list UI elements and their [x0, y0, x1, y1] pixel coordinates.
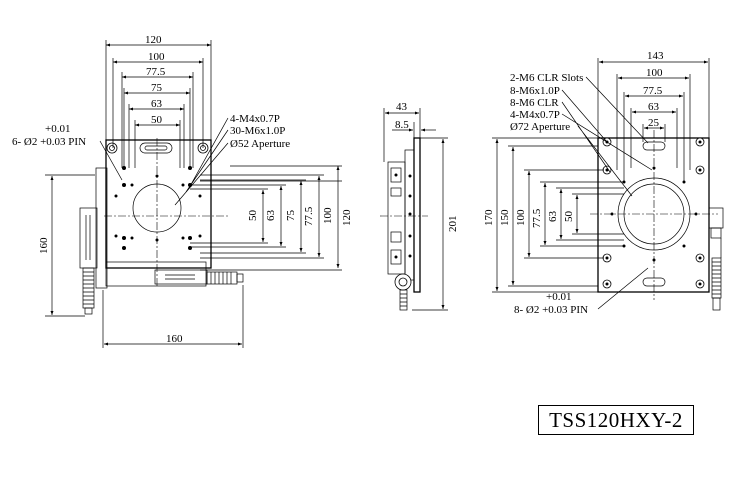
middle-dim-201: 201	[447, 216, 459, 233]
right-dim-143: 143	[647, 50, 664, 62]
right-callout-m6-clr: 8-M6 CLR	[510, 97, 559, 109]
middle-dim-8.5: 8.5	[395, 119, 409, 131]
right-stage-plate	[597, 137, 710, 293]
left-side-dim-100: 100	[322, 207, 334, 224]
left-top-view: 120 100 77.5 75 63 50 50 63 75 77.5 100 …	[12, 34, 353, 348]
left-callouts: +0.01 6- Ø2 +0.03 PIN 4-M4x0.7P 30-M6x1.…	[12, 113, 290, 206]
middle-hardware	[390, 167, 412, 311]
right-callout-slots: 2-M6 CLR Slots	[510, 72, 583, 84]
left-dim-100: 100	[148, 51, 165, 63]
left-carriage-edge	[95, 167, 108, 289]
left-holes	[114, 166, 202, 250]
left-micrometer-vertical	[79, 207, 98, 315]
middle-top-plate	[413, 137, 421, 293]
left-lower-carriage	[105, 261, 207, 287]
right-dim-25: 25	[648, 117, 660, 129]
middle-dimensions: 43 8.5 201	[383, 101, 459, 311]
right-top-view: 143 100 77.5 63 25 170 150 100 77.5 63 5…	[483, 50, 724, 316]
model-name: TSS120HXY-2	[549, 407, 683, 432]
left-callout-m6: 30-M6x1.0P	[230, 125, 285, 137]
left-side-dimensions: 50 63 75 77.5 100 120	[190, 165, 353, 271]
left-side-dim-77.5: 77.5	[303, 206, 315, 226]
right-dim-63: 63	[648, 101, 660, 113]
left-side-dim-50: 50	[247, 210, 259, 222]
right-pin-note: 8- Ø2 +0.03 PIN	[514, 304, 588, 316]
right-callout-m6: 8-M6x1.0P	[510, 85, 560, 97]
right-side-dim-150: 150	[499, 209, 511, 226]
right-holes	[610, 166, 698, 262]
left-slot	[139, 142, 173, 154]
right-side-dim-63: 63	[547, 211, 559, 223]
left-side-dim-120: 120	[341, 209, 353, 226]
right-slot-bottom	[642, 277, 666, 287]
left-side-dim-63: 63	[265, 210, 277, 222]
right-top-dimensions: 143 100 77.5 63 25	[597, 50, 710, 182]
right-side-dim-170: 170	[483, 209, 495, 226]
right-slot-top	[642, 141, 666, 151]
left-dim-77.5: 77.5	[146, 66, 166, 78]
right-dim-100: 100	[646, 67, 663, 79]
right-side-dim-77.5: 77.5	[531, 208, 543, 228]
right-side-dim-100: 100	[515, 209, 527, 226]
middle-dim-43: 43	[396, 101, 408, 113]
middle-side-view: 43 8.5 201	[380, 101, 459, 311]
right-side-dim-50: 50	[563, 211, 575, 223]
left-dim-120: 120	[145, 34, 162, 46]
left-dim-75: 75	[151, 82, 163, 94]
right-side-dimensions: 170 150 100 77.5 63 50	[483, 137, 624, 293]
left-callout-m4: 4-M4x0.7P	[230, 113, 280, 125]
left-callout-aperture: Ø52 Aperture	[230, 138, 290, 150]
right-pin-tolerance: +0.01	[546, 291, 571, 303]
left-height-160: 160	[38, 237, 50, 254]
left-dim-63: 63	[151, 98, 163, 110]
right-dim-77.5: 77.5	[643, 85, 663, 97]
right-callout-m4: 4-M4x0.7P	[510, 109, 560, 121]
left-overall-dimensions: 160 160	[38, 174, 244, 348]
right-micrometer	[708, 207, 724, 311]
right-callouts: 2-M6 CLR Slots 8-M6x1.0P 8-M6 CLR 4-M4x0…	[510, 72, 653, 316]
right-callout-aperture: Ø72 Aperture	[510, 121, 570, 133]
left-micrometer-horizontal	[154, 269, 244, 285]
left-width-160: 160	[166, 333, 183, 345]
left-side-dim-75: 75	[285, 210, 297, 222]
left-pin-tolerance: +0.01	[45, 123, 70, 135]
model-title-box: TSS120HXY-2	[538, 405, 694, 435]
left-dim-50: 50	[151, 114, 163, 126]
left-pin-note: 6- Ø2 +0.03 PIN	[12, 136, 86, 148]
left-stage-plate	[105, 139, 212, 269]
left-top-dimensions: 120 100 77.5 75 63 50	[105, 34, 212, 168]
middle-carriage	[387, 161, 406, 275]
right-clr-holes	[602, 137, 705, 289]
